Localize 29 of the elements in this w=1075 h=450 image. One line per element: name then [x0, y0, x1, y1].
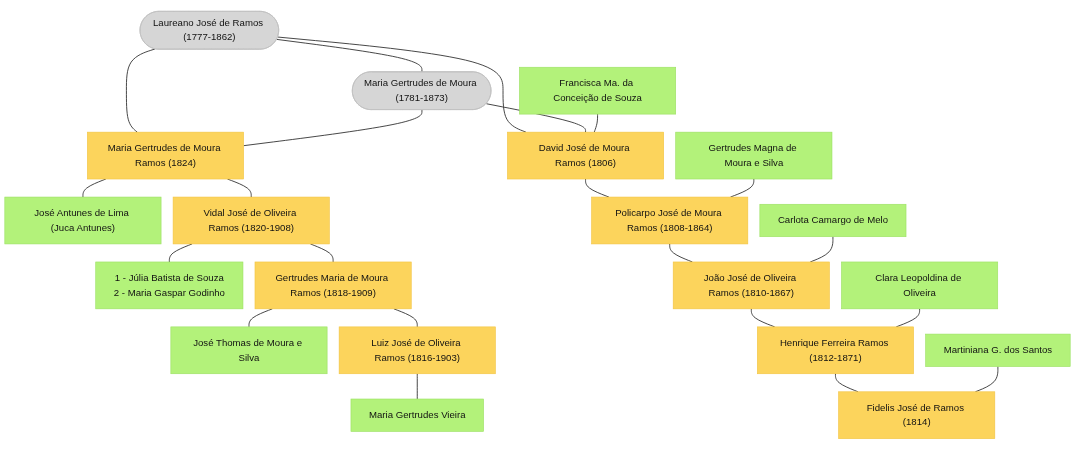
node-box: Maria Gertrudes de Moura Ramos (1824): [87, 131, 244, 180]
node-box: Gertrudes Maria de Moura Ramos (1818-1909): [254, 261, 412, 310]
node-box: 1 - Júlia Batista de Souza 2 - Maria Gaspar Godinho: [95, 261, 244, 310]
connector: [585, 178, 610, 198]
node-box: Carlota Camargo de Melo: [759, 203, 907, 237]
node-box: Martiniana G. dos Santos: [925, 333, 1071, 367]
node-box: José Antunes de Lima (Juca Antunes): [4, 196, 162, 245]
connector: [393, 308, 418, 328]
connector: [248, 308, 273, 328]
node-box: Vidal José de Oliveira Ramos (1820-1908): [172, 196, 330, 245]
connector: [168, 243, 193, 263]
node-box: Henrique Ferreira Ramos (1812-1871): [757, 326, 914, 375]
node-box: Gertrudes Magna de Moura e Silva: [675, 131, 833, 180]
node-box: Policarpo José de Moura Ramos (1808-1864): [591, 196, 749, 245]
node-box: José Thomas de Moura e Silva: [170, 326, 328, 375]
node-box: Clara Leopoldina de Oliveira: [841, 261, 999, 310]
connector: [593, 113, 599, 133]
node-box: Maria Gertrudes Vieira: [350, 398, 484, 432]
node-box: Luiz José de Oliveira Ramos (1816-1903): [338, 326, 496, 375]
connector: [276, 38, 423, 73]
node-box: Francisca Ma. da Conceição de Souza: [519, 66, 676, 115]
connector: [277, 36, 527, 133]
node-box: João José de Oliveira Ramos (1810-1867): [672, 261, 830, 310]
connector: [730, 178, 755, 198]
connector: [243, 109, 423, 147]
node-box: David José de Moura Ramos (1806): [507, 131, 664, 180]
node-box: Fidelis José de Ramos (1814): [838, 391, 996, 439]
connector: [125, 48, 156, 133]
connector: [416, 373, 418, 400]
